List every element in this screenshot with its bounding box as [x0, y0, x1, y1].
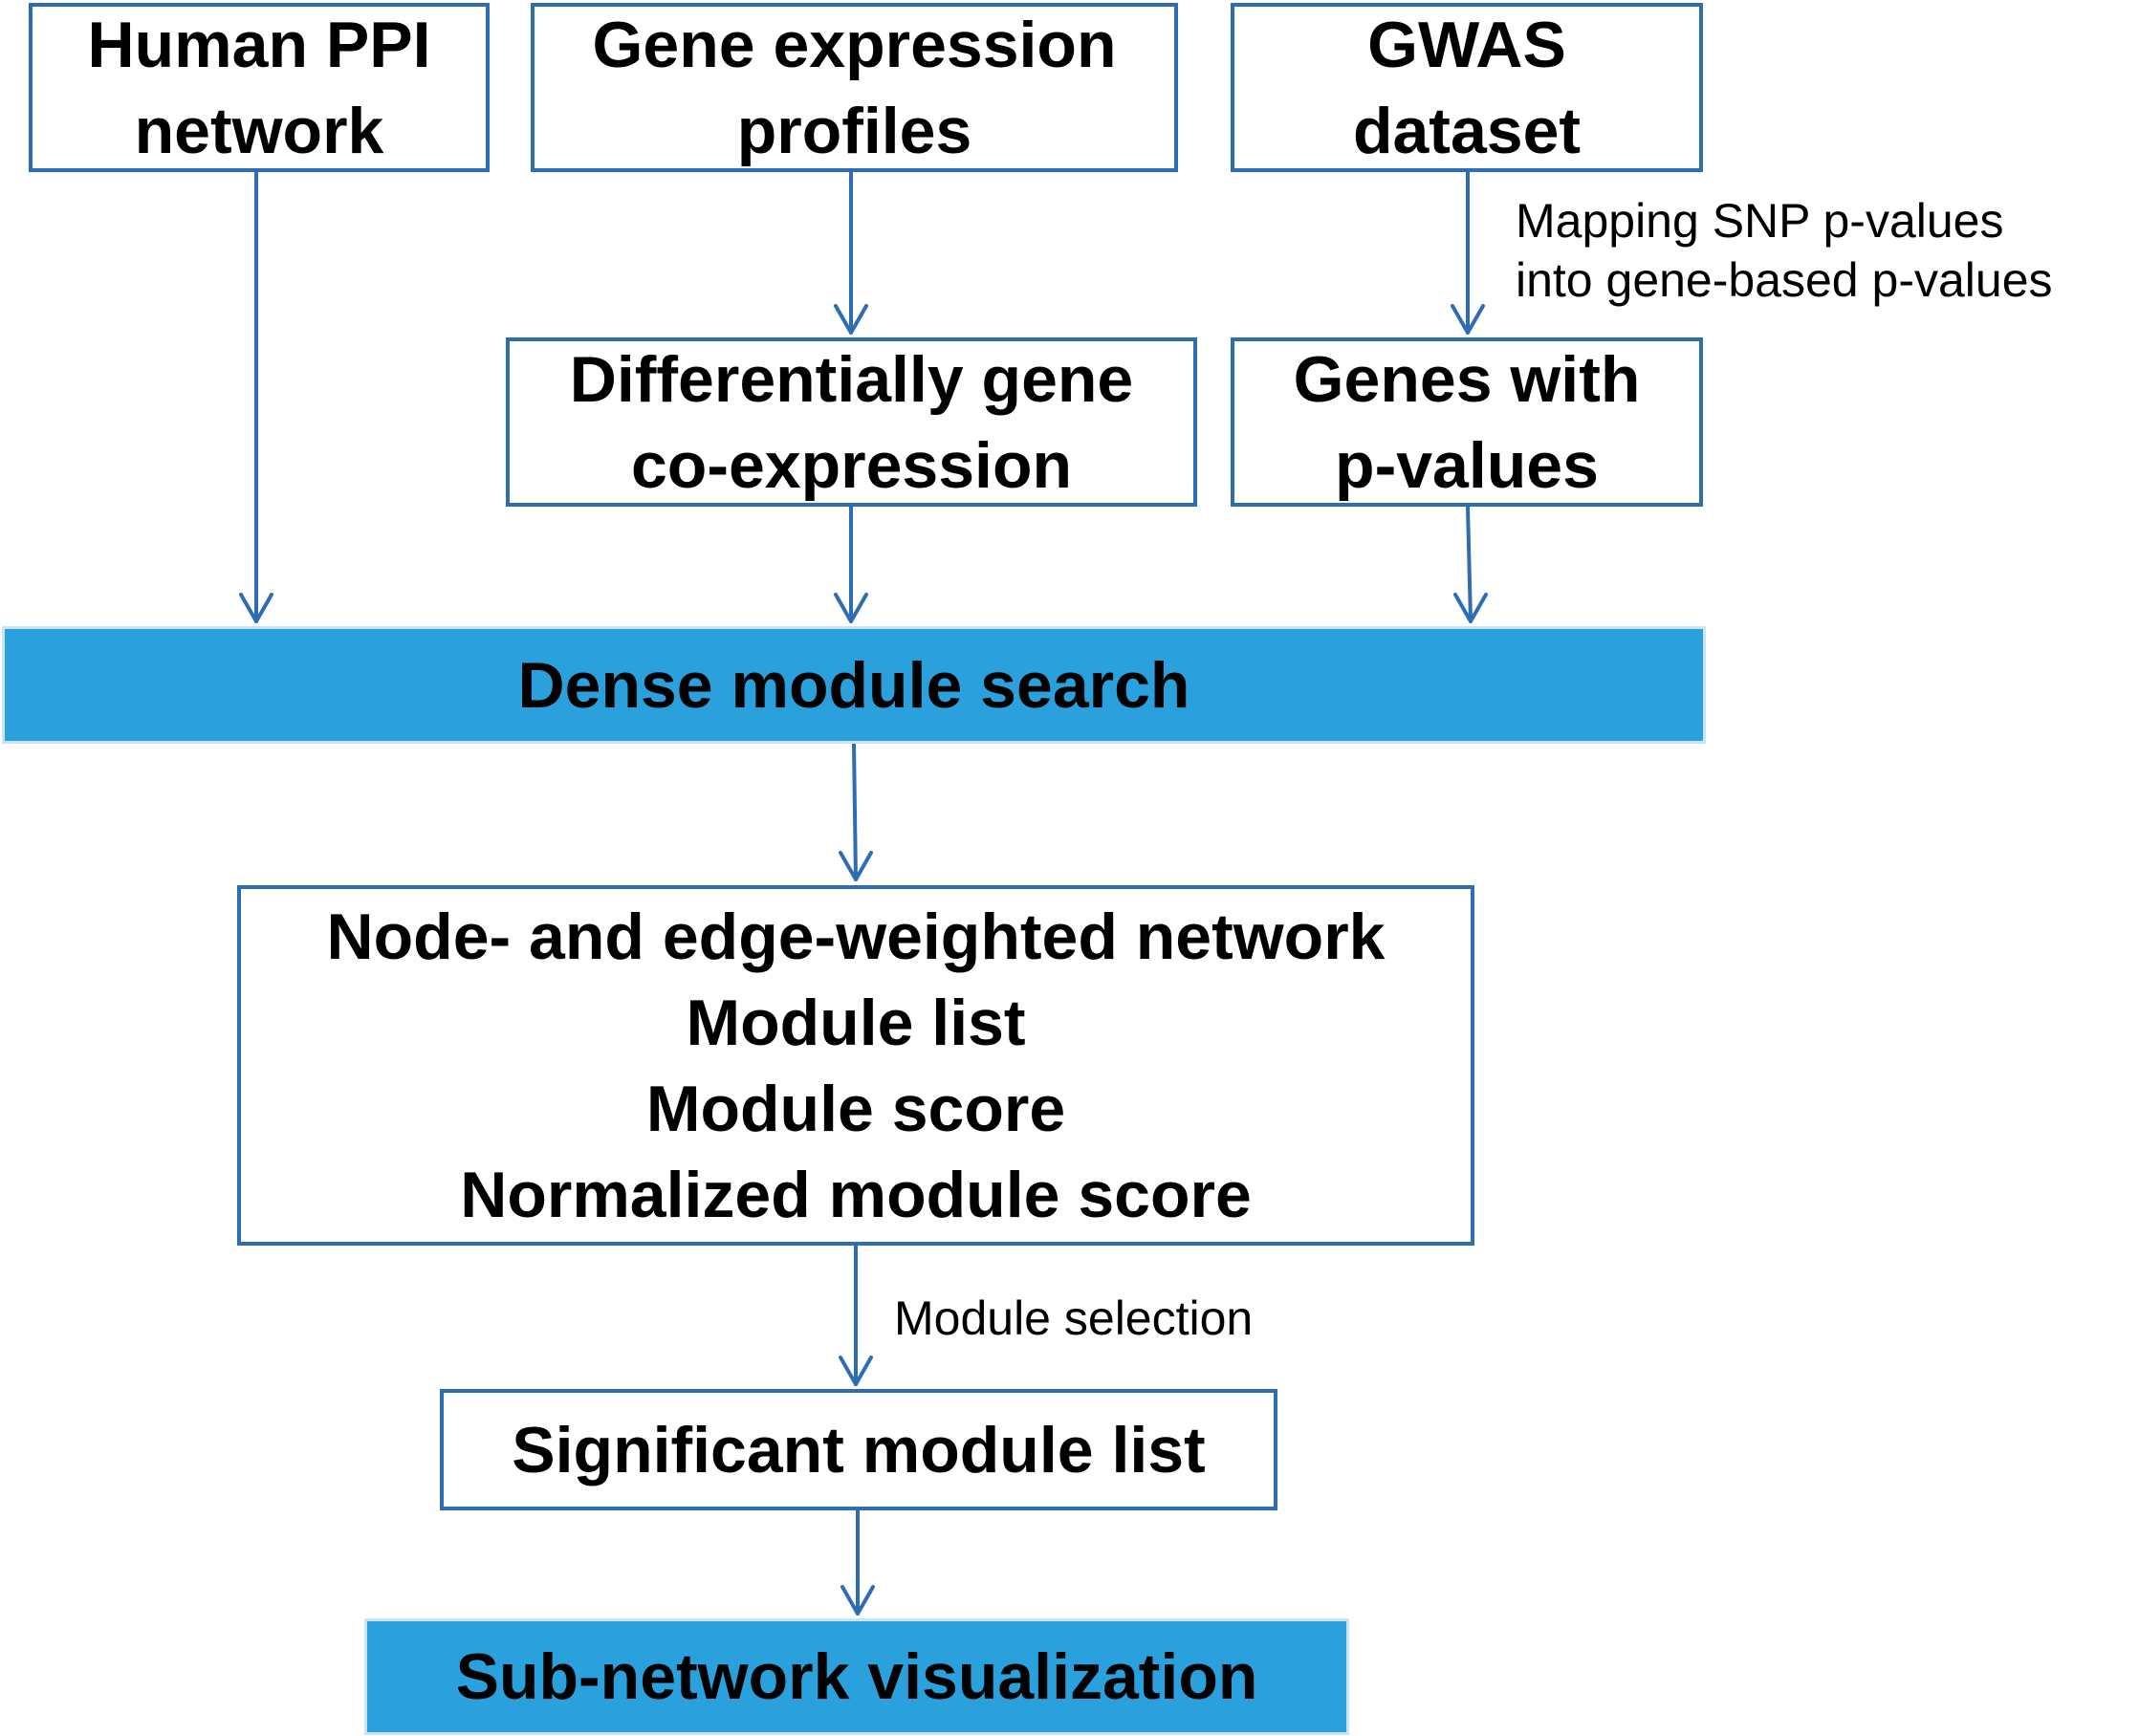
arrow-ppi-to-dense-search	[239, 170, 273, 623]
gene-expression-profiles-box: Gene expression profiles	[531, 3, 1178, 172]
arrow-significant-to-visualization	[840, 1508, 875, 1616]
significant-module-list-box: Significant module list	[440, 1389, 1277, 1510]
edge-label-line: into gene-based p-values	[1516, 253, 2053, 307]
box-line: Genes with	[1293, 342, 1641, 416]
box-line: p-values	[1335, 428, 1599, 502]
subnetwork-visualization-box: Sub-network visualization	[364, 1618, 1349, 1735]
box-line: Node- and edge-weighted network	[326, 900, 1386, 973]
box-line: GWAS	[1367, 8, 1566, 81]
module-outputs-box: Node- and edge-weighted network Module l…	[237, 885, 1474, 1246]
box-line: Human PPI	[87, 8, 431, 81]
genes-with-pvalues-box: Genes with p-values	[1231, 337, 1703, 507]
mapping-edge-label: Mapping SNP p-values into gene-based p-v…	[1516, 191, 2053, 310]
module-selection-edge-label: Module selection	[894, 1289, 1253, 1348]
arrow-outputs-to-significant	[839, 1244, 873, 1386]
arrow-gwas-to-genes	[1451, 170, 1485, 335]
arrow-expression-to-coexpression	[834, 170, 868, 335]
box-line: Dense module search	[517, 648, 1190, 722]
box-line: dataset	[1352, 94, 1582, 167]
arrow-dense-search-to-outputs	[839, 742, 873, 881]
box-line: Module list	[686, 986, 1026, 1059]
gwas-dataset-box: GWAS dataset	[1231, 3, 1703, 172]
edge-label-line: Mapping SNP p-values	[1516, 194, 2004, 248]
box-line: Significant module list	[512, 1413, 1206, 1486]
arrow-coexpression-to-dense-search	[834, 505, 868, 623]
arrow-genes-to-dense-search	[1453, 505, 1488, 623]
dense-module-search-box: Dense module search	[2, 626, 1706, 744]
box-line: network	[134, 94, 384, 167]
edge-label-line: Module selection	[894, 1291, 1254, 1345]
box-line: Gene expression	[592, 8, 1117, 81]
box-line: Normalized module score	[460, 1158, 1252, 1231]
human-ppi-network-box: Human PPI network	[29, 3, 490, 172]
box-line: Differentially gene	[569, 342, 1134, 416]
box-line: profiles	[736, 94, 972, 167]
box-line: Sub-network visualization	[455, 1640, 1258, 1713]
box-line: co-expression	[630, 428, 1073, 502]
differential-coexpression-box: Differentially gene co-expression	[506, 337, 1197, 507]
box-line: Module score	[645, 1072, 1066, 1145]
